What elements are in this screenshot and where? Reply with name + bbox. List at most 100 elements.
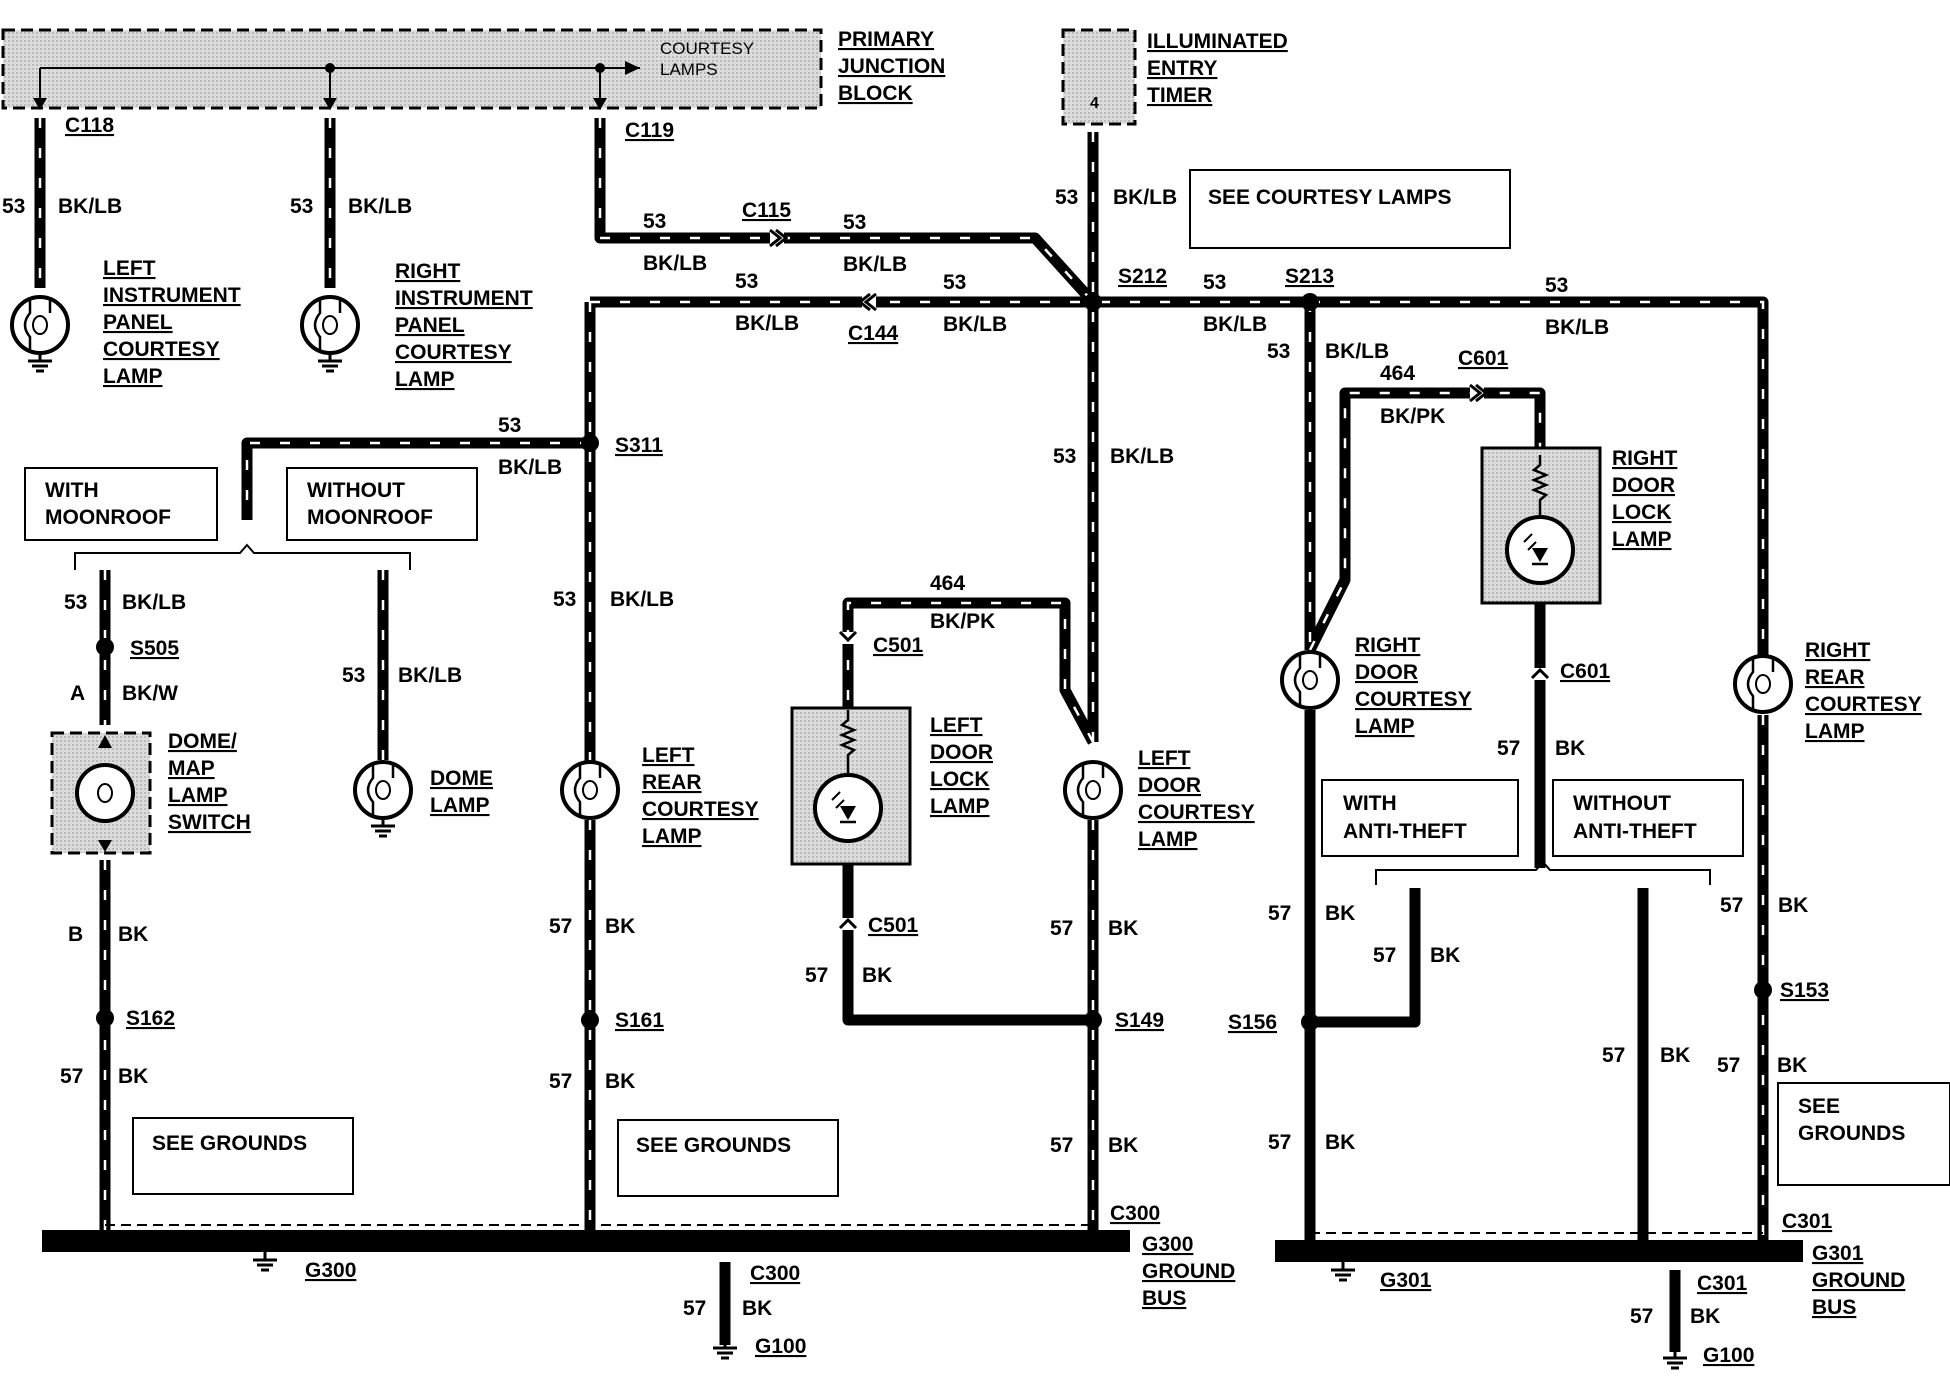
wl-29n: 57 <box>1373 944 1396 967</box>
timer-title-1: ILLUMINATED <box>1147 30 1288 53</box>
see-grounds-1: SEE GROUNDS <box>152 1132 307 1155</box>
left-ip-label-3: PANEL <box>103 311 173 334</box>
left-door-courtesy-lamp: LEFT DOOR COURTESY LAMP <box>1063 747 1255 851</box>
wl-21c: BK <box>605 915 635 938</box>
c118-label: C118 <box>65 114 114 137</box>
g301-bus-2: GROUND <box>1812 1269 1905 1292</box>
wl-24c: BK <box>1108 917 1138 940</box>
left-ip-label-2: INSTRUMENT <box>103 284 241 307</box>
wire-labels: 53 BK/LB 53 BK/LB 53 BK/LB 53 BK/LB 53 B… <box>2 186 1808 1157</box>
c601-label-top: C601 <box>1458 347 1509 370</box>
splice-s505 <box>96 638 114 656</box>
c119-label: C119 <box>625 119 674 142</box>
wl-10c: BK/LB <box>1325 340 1389 363</box>
left-ip-label-1: LEFT <box>103 257 156 280</box>
dome-map-lamp-switch: DOME/ MAP LAMP SWITCH <box>50 730 251 855</box>
wl-3n: 53 <box>643 210 666 233</box>
wl-13n: 53 <box>1053 445 1076 468</box>
right-door-label-4: LAMP <box>1355 715 1415 738</box>
illuminated-entry-timer: 4 ILLUMINATED ENTRY TIMER <box>1061 28 1288 126</box>
right-door-label-1: RIGHT <box>1355 634 1421 657</box>
right-rear-label-1: RIGHT <box>1805 639 1871 662</box>
with-moonroof-1: WITH <box>45 479 99 502</box>
left-door-label-1: LEFT <box>1138 747 1191 770</box>
wl-31n: 57 <box>1720 894 1743 917</box>
connector-labels: C118 C119 C115 C144 C601 C501 C501 C601 <box>65 114 1611 937</box>
dome-map-label-4: SWITCH <box>168 811 251 834</box>
dome-lamp-label-1: DOME <box>430 767 493 790</box>
right-rear-label-4: LAMP <box>1805 720 1865 743</box>
right-rear-label-2: REAR <box>1805 666 1865 689</box>
left-ip-lamp: LEFT INSTRUMENT PANEL COURTESY LAMP <box>10 257 241 388</box>
wl-18n: 53 <box>342 664 365 687</box>
left-rear-label-2: REAR <box>642 771 702 794</box>
with-antitheft-1: WITH <box>1343 792 1397 815</box>
right-lock-label-4: LAMP <box>1612 528 1672 551</box>
wl-15c: BK/PK <box>930 610 995 633</box>
antitheft-options: WITH ANTI-THEFT WITHOUT ANTI-THEFT <box>1321 779 1744 885</box>
wl-23n: 57 <box>805 964 828 987</box>
wl-19n: B <box>68 923 83 946</box>
g100-label-right: G100 <box>1703 1344 1754 1367</box>
right-ip-label-2: INSTRUMENT <box>395 287 533 310</box>
s212-label: S212 <box>1118 265 1167 288</box>
with-moonroof-2: MOONROOF <box>45 506 171 529</box>
s505-label: S505 <box>130 637 179 660</box>
wl-4n: 53 <box>843 211 866 234</box>
wl-25n: 57 <box>1050 1134 1073 1157</box>
splice-labels: S212 S213 S311 S505 S162 S161 S149 S156 … <box>126 265 1829 1034</box>
wl-11c: BK/PK <box>1380 405 1445 428</box>
wl-23c: BK <box>862 964 892 987</box>
wl-17c: BK/W <box>122 682 178 705</box>
wl-20c: BK <box>118 1065 148 1088</box>
wl-11n: 464 <box>1380 362 1415 385</box>
splice-s162 <box>96 1009 114 1027</box>
s311-label: S311 <box>615 434 663 457</box>
without-moonroof-1: WITHOUT <box>307 479 405 502</box>
g100-wire-num-left: 57 <box>683 1297 706 1320</box>
g300-bus-2: GROUND <box>1142 1260 1235 1283</box>
wl-28n: 57 <box>1268 1131 1291 1154</box>
left-door-label-3: COURTESY <box>1138 801 1255 824</box>
wl-8c: BK/LB <box>1203 313 1267 336</box>
wl-14n: 53 <box>553 588 576 611</box>
left-rear-label-1: LEFT <box>642 744 695 767</box>
left-lock-label-3: LOCK <box>930 768 990 791</box>
see-courtesy-text: SEE COURTESY LAMPS <box>1208 186 1452 209</box>
g100-wire-num-right: 57 <box>1630 1305 1653 1328</box>
left-door-label-4: LAMP <box>1138 828 1198 851</box>
c301-label-bottom: C301 <box>1697 1272 1748 1295</box>
left-lock-label-4: LAMP <box>930 795 990 818</box>
wl-14c: BK/LB <box>610 588 674 611</box>
c115-label: C115 <box>742 199 791 222</box>
wl-10n: 53 <box>1267 340 1290 363</box>
g100-wire-color-left: BK <box>742 1297 772 1320</box>
junction-title-2: JUNCTION <box>838 55 945 78</box>
g300-bus-3: BUS <box>1142 1287 1186 1310</box>
right-ip-label-5: LAMP <box>395 368 455 391</box>
wl-12c: BK/LB <box>498 456 562 479</box>
left-door-lock-lamp: LEFT DOOR LOCK LAMP <box>790 706 993 866</box>
wl-20n: 57 <box>60 1065 83 1088</box>
dome-map-label-2: MAP <box>168 757 215 780</box>
wl-9n: 53 <box>1545 274 1568 297</box>
wl-21n: 57 <box>549 915 572 938</box>
g301-bus-1: G301 <box>1812 1242 1864 1265</box>
dome-lamp: DOME LAMP <box>353 760 493 838</box>
right-rear-label-3: COURTESY <box>1805 693 1922 716</box>
right-lock-label-1: RIGHT <box>1612 447 1678 470</box>
wires <box>34 118 1769 1352</box>
wl-2n: 53 <box>290 195 313 218</box>
wl-29c: BK <box>1430 944 1460 967</box>
moonroof-options: WITH MOONROOF WITHOUT MOONROOF <box>24 467 478 570</box>
see-grounds-3a: SEE <box>1798 1095 1840 1118</box>
splice-s212 <box>1084 293 1102 311</box>
g100-label-left: G100 <box>755 1335 806 1358</box>
right-ip-lamp: RIGHT INSTRUMENT PANEL COURTESY LAMP <box>300 260 533 391</box>
s153-label: S153 <box>1780 979 1829 1002</box>
wl-22n: 57 <box>549 1070 572 1093</box>
wl-28c: BK <box>1325 1131 1355 1154</box>
wl-30c: BK <box>1660 1044 1690 1067</box>
junction-inner-label-2: LAMPS <box>660 60 718 79</box>
